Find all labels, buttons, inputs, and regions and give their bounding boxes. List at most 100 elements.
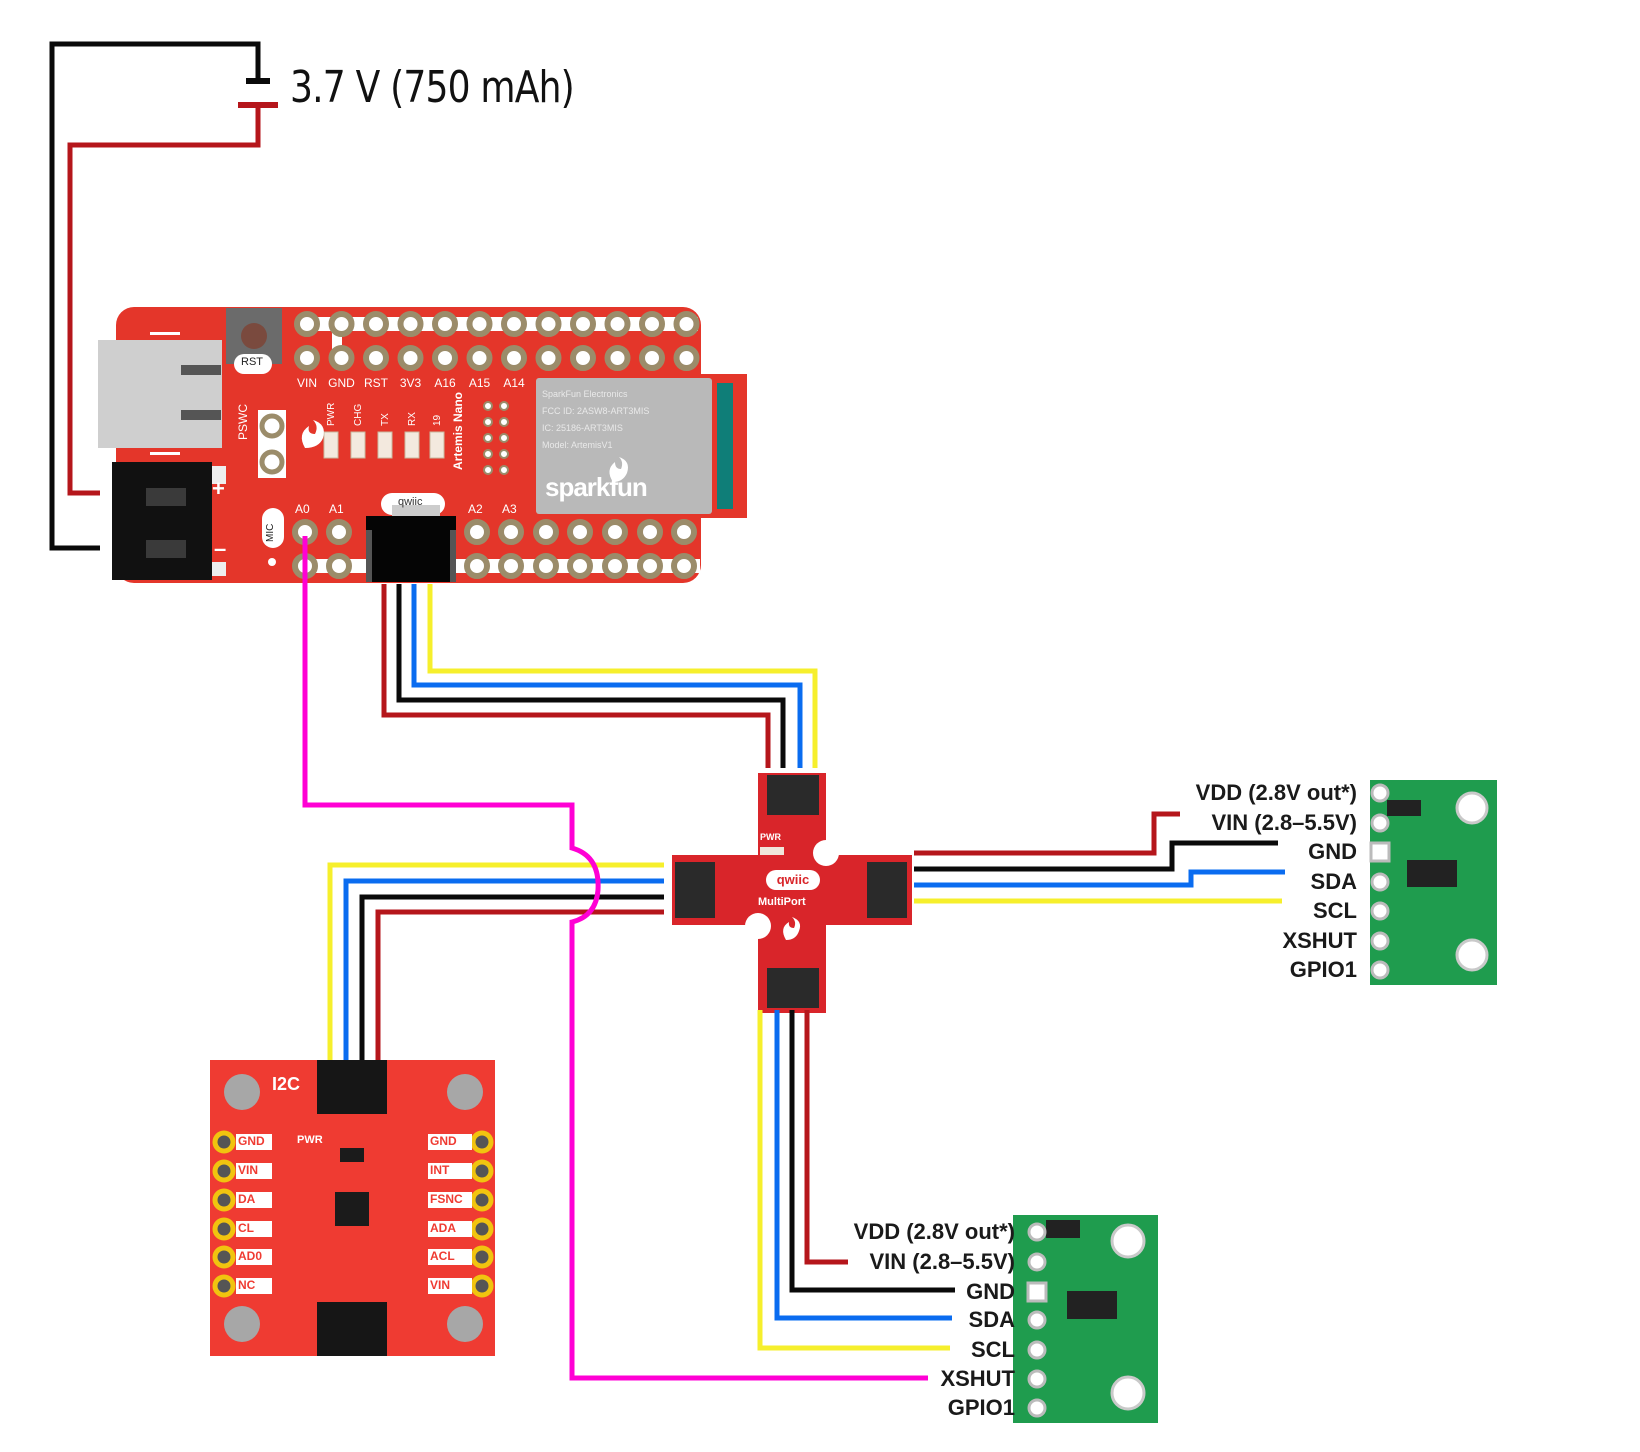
multiport-connector-bottom[interactable]	[767, 968, 819, 1008]
led-chg	[350, 431, 366, 459]
tof-pin-hole	[1027, 1398, 1047, 1418]
imu-pin-label-bg	[236, 1221, 272, 1237]
wire-sda	[774, 1010, 952, 1321]
imu-qwiic-connector-bottom[interactable]	[317, 1302, 387, 1356]
header-pad	[397, 311, 424, 337]
imu-pin-label-bg	[428, 1249, 472, 1265]
header-pad	[363, 345, 389, 371]
tof-right-pin-label: GND	[1308, 839, 1357, 864]
tof-pin-hole	[1370, 783, 1390, 803]
tof-sensor-right	[1370, 780, 1497, 985]
header-pad	[570, 311, 596, 337]
qwiic-multiport-board	[672, 773, 912, 1013]
imu-left-pin-label: DA	[238, 1192, 256, 1206]
header-pad	[432, 345, 458, 371]
sparkfun-flame-icon	[301, 420, 324, 448]
header-pad	[466, 345, 493, 371]
tof-pin-hole	[1027, 1310, 1047, 1330]
header-pads	[292, 311, 700, 579]
tof-right-regulator	[1387, 800, 1421, 816]
module-line-4: Model: ArtemisV1	[542, 440, 613, 450]
module-sparkfun-flame-icon	[609, 457, 628, 482]
imu-regulator	[340, 1148, 364, 1162]
imu-pin-label-bg	[236, 1192, 272, 1208]
pin-label: RST	[364, 376, 388, 390]
tof-bottom-pin-label: VDD (2.8V out*)	[853, 1219, 1015, 1244]
pswc-pad-2	[259, 449, 285, 475]
artemis-nano-board	[98, 307, 747, 583]
multiport-connector-left[interactable]	[675, 862, 715, 918]
battery-negative-plate	[246, 78, 270, 84]
module-line-1: SparkFun Electronics	[542, 389, 628, 399]
imu-left-pin-label: NC	[238, 1278, 256, 1292]
rst-label: RST	[241, 356, 263, 368]
imu-pad	[212, 1217, 236, 1241]
isp-pad	[483, 449, 493, 459]
usb-c-connector	[98, 340, 222, 448]
isp-pad	[499, 465, 509, 475]
isp-pad	[499, 449, 509, 459]
jst-tab-1	[212, 466, 226, 484]
multiport-connector-right[interactable]	[867, 862, 907, 918]
jst-pin-plus	[146, 488, 186, 506]
artemis-qwiic-connector[interactable]	[366, 516, 456, 582]
imu-pins	[212, 1130, 494, 1298]
header-pad	[326, 553, 352, 579]
header-pad	[671, 553, 697, 579]
imu-pad	[470, 1274, 494, 1298]
led-label: RX	[407, 412, 418, 426]
multiport-pwr-label: PWR	[760, 832, 781, 842]
pin-label: A1	[329, 502, 344, 516]
isp-pad	[483, 401, 493, 411]
header-pad	[501, 345, 527, 371]
header-pad	[535, 311, 562, 337]
pin-label: GND	[328, 376, 355, 390]
imu-right-pin-label: FSNC	[430, 1192, 463, 1206]
imu-pin-label-bg	[236, 1249, 272, 1265]
imu-left-pin-label: GND	[238, 1134, 265, 1148]
imu-mount-hole-3	[224, 1306, 260, 1342]
header-pad	[533, 519, 559, 545]
tof-right-pin-label: VIN (2.8–5.5V)	[1211, 810, 1357, 835]
imu-pwr-label: PWR	[297, 1134, 323, 1146]
multiport-pwr-led	[760, 847, 784, 855]
header-strip-top	[298, 317, 698, 331]
header-pad	[637, 553, 663, 579]
imu-pad	[470, 1217, 494, 1241]
multiport-qwiic-logo-bg	[766, 870, 820, 890]
usb-mark-bottom	[150, 452, 180, 455]
tof-right-pin-label: SCL	[1313, 898, 1357, 923]
imu-pad	[212, 1245, 236, 1269]
tof-bottom-pin-label: GND	[966, 1279, 1015, 1304]
tof-bottom-pin-label: GPIO1	[947, 1395, 1015, 1420]
led-pwr	[323, 431, 339, 459]
pin-label: A16	[434, 376, 456, 390]
header-pad	[328, 311, 355, 337]
header-pad	[533, 553, 559, 579]
isp-pad	[483, 433, 493, 443]
isp-pad	[499, 401, 509, 411]
imu-chip	[335, 1192, 369, 1226]
imu-pad	[212, 1274, 236, 1298]
tof-right-sensor-chip	[1407, 860, 1457, 887]
wire-power	[375, 909, 664, 1067]
imu-right-pin-label: ADA	[430, 1221, 456, 1235]
artemis-board-label: Artemis Nano	[451, 391, 465, 470]
tof-bottom-pin-label: SCL	[971, 1337, 1015, 1362]
battery-label: 3.7 V (750 mAh)	[290, 62, 575, 113]
multiport-connector-top[interactable]	[767, 775, 819, 815]
tof-pin-hole	[1026, 1281, 1048, 1303]
header-pad	[535, 345, 562, 371]
reset-button-cap[interactable]	[241, 323, 267, 349]
pin-label: A3	[502, 502, 517, 516]
imu-left-pin-label: CL	[238, 1221, 254, 1235]
header-pad	[397, 345, 424, 371]
imu-pad	[212, 1188, 236, 1212]
jst-tab-2	[212, 562, 226, 576]
imu-pin-label-bg	[236, 1278, 272, 1294]
imu-qwiic-connector-top[interactable]	[317, 1060, 387, 1114]
mic-hole	[268, 558, 276, 566]
header-pad	[501, 311, 527, 337]
wire-power	[804, 1010, 848, 1265]
wire-ground	[359, 894, 664, 1067]
